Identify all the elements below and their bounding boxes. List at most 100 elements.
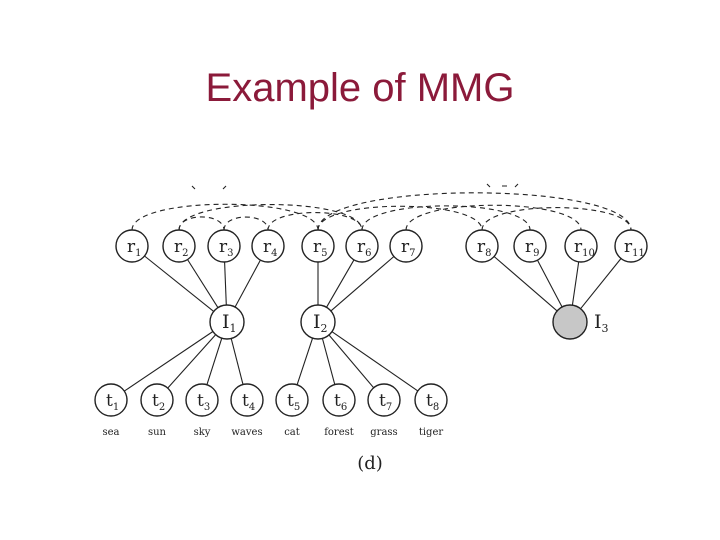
edge-r9-I3 xyxy=(537,259,563,308)
node-circle-r1 xyxy=(115,229,149,263)
similarity-link-r6-r9 xyxy=(361,205,531,231)
edge-r8-I3 xyxy=(493,256,558,312)
node-label-t8: t8 xyxy=(426,391,439,413)
node-label-r4: r4 xyxy=(263,237,278,259)
edge-I2-t5 xyxy=(296,337,314,385)
node-circle-r7 xyxy=(389,229,423,263)
node-circle-t6 xyxy=(322,383,356,417)
node-circle-r5 xyxy=(301,229,335,263)
edge-I1-t4 xyxy=(230,338,244,385)
term-word-t7: grass xyxy=(370,427,397,438)
node-label-base: t xyxy=(106,391,113,411)
node-label-sub: 11 xyxy=(632,248,645,259)
edge-I2-t6 xyxy=(321,338,336,385)
term-word-t4: waves xyxy=(231,427,262,438)
node-label-base: r xyxy=(127,237,136,257)
node-r11: r11 xyxy=(614,229,648,263)
node-label-sub: 3 xyxy=(227,248,233,259)
node-r9: r9 xyxy=(513,229,547,263)
node-label-r6: r6 xyxy=(357,237,372,259)
node-label-sub: 2 xyxy=(159,402,165,413)
edge-I1-t3 xyxy=(206,338,223,385)
node-label-sub: 7 xyxy=(409,248,415,259)
similarity-link-r7-r10 xyxy=(405,204,582,231)
edge-I1-t1 xyxy=(123,331,214,392)
node-t6: t6 xyxy=(322,383,356,417)
node-label-I3: I3 xyxy=(594,311,609,335)
node-label-sub: 2 xyxy=(182,248,188,259)
node-r2: r2 xyxy=(162,229,196,263)
node-label-base: I xyxy=(313,311,321,333)
node-label-r10: r10 xyxy=(574,237,595,259)
similarity-link-r1-r5 xyxy=(131,203,319,231)
node-label-sub: 1 xyxy=(113,402,119,413)
node-label-sub: 1 xyxy=(135,248,141,259)
node-label-r7: r7 xyxy=(401,237,416,259)
node-label-t2: t2 xyxy=(152,391,165,413)
similarity-link-r2-r3 xyxy=(178,216,225,231)
node-t4: t4 xyxy=(230,383,264,417)
node-label-base: r xyxy=(401,237,410,257)
node-label-t1: t1 xyxy=(106,391,119,413)
node-label-base: t xyxy=(197,391,204,411)
node-circle-r11 xyxy=(614,229,648,263)
node-label-base: t xyxy=(334,391,341,411)
node-label-base: r xyxy=(357,237,366,257)
node-label-base: I xyxy=(594,311,602,333)
term-word-t1: sea xyxy=(102,427,119,438)
node-circle-r10 xyxy=(564,229,598,263)
node-t3: t3 xyxy=(185,383,219,417)
node-label-r8: r8 xyxy=(477,237,492,259)
edge-I1-t2 xyxy=(167,334,217,389)
node-label-base: t xyxy=(287,391,294,411)
node-label-base: r xyxy=(313,237,322,257)
node-label-base: r xyxy=(525,237,534,257)
node-t2: t2 xyxy=(140,383,174,417)
node-circle-t7 xyxy=(367,383,401,417)
node-label-sub: 4 xyxy=(271,248,277,259)
node-label-t4: t4 xyxy=(242,391,255,413)
node-circle-t2 xyxy=(140,383,174,417)
node-label-r9: r9 xyxy=(525,237,540,259)
edge-r2-I1 xyxy=(187,259,219,308)
edge-r1-I1 xyxy=(144,255,215,312)
similarity-link-r2-r6 xyxy=(178,203,363,231)
node-circle-r6 xyxy=(345,229,379,263)
node-r5: r5 xyxy=(301,229,335,263)
node-label-base: r xyxy=(477,237,486,257)
node-label-sub: 5 xyxy=(294,402,300,413)
node-label-base: r xyxy=(263,237,272,257)
node-label-sub: 6 xyxy=(341,402,347,413)
node-circle-t4 xyxy=(230,383,264,417)
node-label-I1: I1 xyxy=(222,311,237,335)
node-label-sub: 1 xyxy=(230,322,237,335)
similarity-link-r8-r11 xyxy=(481,207,632,231)
node-circle-r3 xyxy=(207,229,241,263)
node-label-sub: 8 xyxy=(485,248,491,259)
node-label-t5: t5 xyxy=(287,391,300,413)
graph-edges xyxy=(123,255,622,392)
node-label-sub: 8 xyxy=(433,402,439,413)
node-label-sub: 3 xyxy=(602,322,609,335)
term-word-t6: forest xyxy=(324,427,354,438)
node-label-sub: 3 xyxy=(204,402,210,413)
edge-I2-t7 xyxy=(328,334,375,389)
node-label-r3: r3 xyxy=(219,237,234,259)
node-label-sub: 2 xyxy=(321,322,328,335)
node-I3: I3 xyxy=(552,304,609,340)
node-r10: r10 xyxy=(564,229,598,263)
node-r1: r1 xyxy=(115,229,149,263)
node-label-t7: t7 xyxy=(379,391,392,413)
term-word-t8: tiger xyxy=(419,427,444,438)
node-t7: t7 xyxy=(367,383,401,417)
node-r4: r4 xyxy=(251,229,285,263)
node-r3: r3 xyxy=(207,229,241,263)
edge-I2-t8 xyxy=(331,331,419,392)
term-word-t5: cat xyxy=(284,427,300,438)
similarity-links xyxy=(131,192,632,231)
node-circle-t8 xyxy=(414,383,448,417)
node-r6: r6 xyxy=(345,229,379,263)
node-label-base: r xyxy=(174,237,183,257)
